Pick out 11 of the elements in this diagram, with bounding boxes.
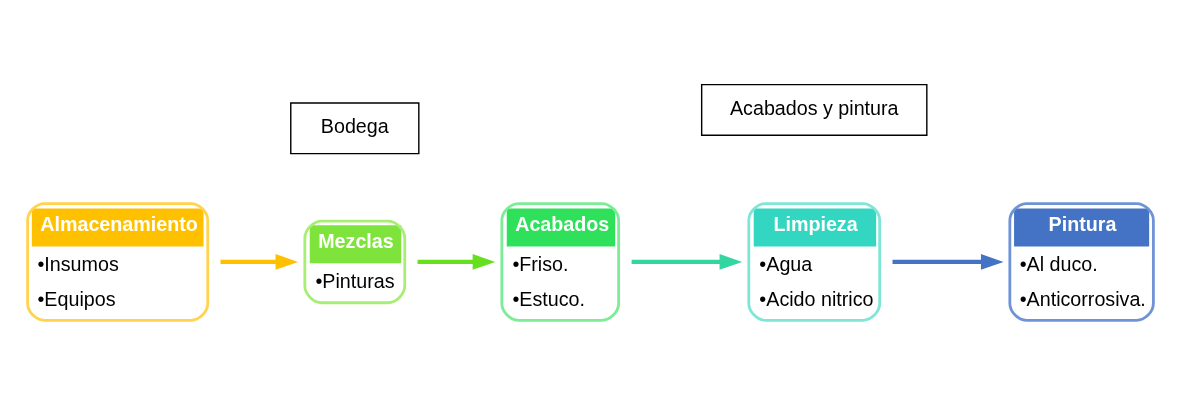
arrow — [417, 253, 496, 270]
node-box: Mezclas •Pinturas — [303, 219, 407, 304]
node-box: Limpieza •Agua •Acido nitrico — [747, 201, 882, 322]
node-box: Acabados •Friso. •Estuco. — [500, 201, 621, 322]
node-box: Bodega — [290, 101, 420, 154]
arrow — [220, 253, 299, 270]
arrow — [892, 253, 1004, 270]
node-box: Pintura •Al duco. •Anticorrosiva. — [1008, 201, 1155, 322]
node-box: Almacenamiento •Insumos •Equipos — [26, 201, 210, 322]
node-box: Acabados y pintura — [700, 83, 928, 136]
arrow — [631, 253, 743, 270]
